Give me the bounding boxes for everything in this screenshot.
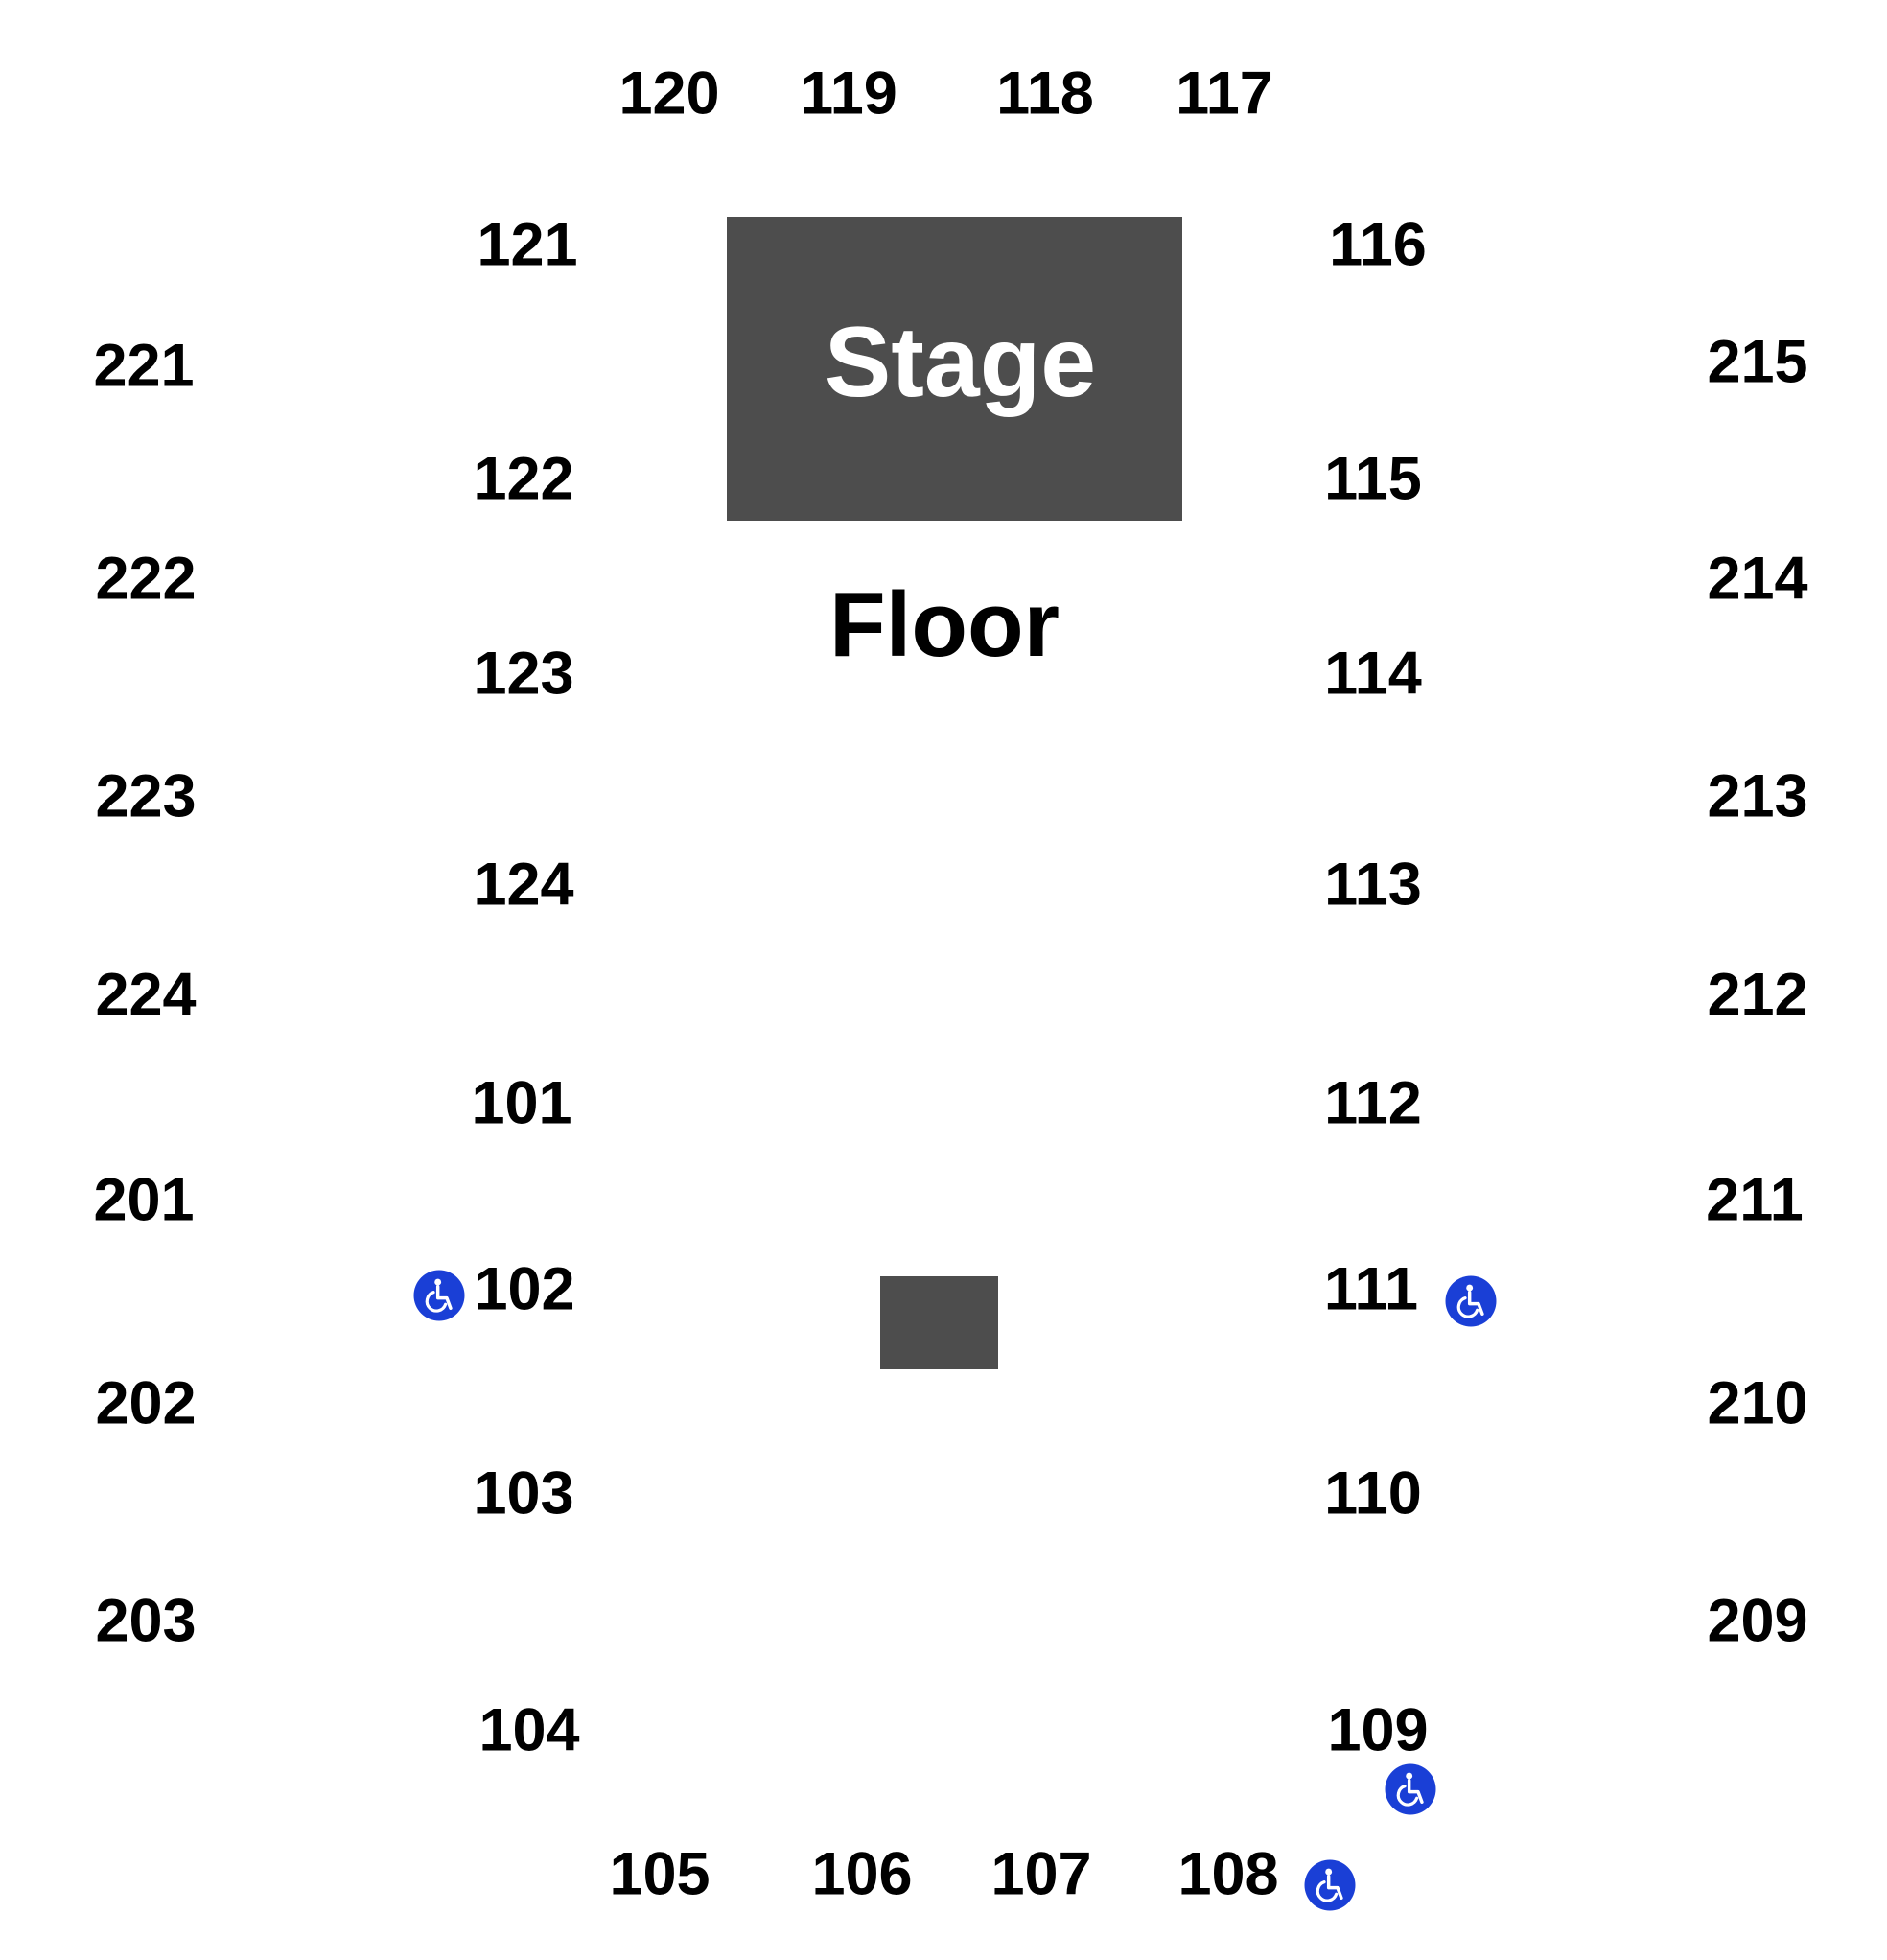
section-210[interactable]: 210 — [1707, 1369, 1808, 1437]
section-116[interactable]: 116 — [1329, 211, 1427, 279]
section-103[interactable]: 103 — [473, 1459, 574, 1528]
section-102[interactable]: 102 — [474, 1255, 575, 1323]
section-112[interactable]: 112 — [1324, 1069, 1422, 1137]
section-122[interactable]: 122 — [473, 445, 574, 513]
section-121[interactable]: 121 — [477, 211, 578, 279]
section-120[interactable]: 120 — [618, 59, 720, 128]
section-117[interactable]: 117 — [1176, 59, 1273, 128]
section-221[interactable]: 221 — [93, 332, 195, 400]
section-203[interactable]: 203 — [95, 1587, 197, 1655]
section-212[interactable]: 212 — [1707, 961, 1808, 1029]
section-209[interactable]: 209 — [1707, 1587, 1808, 1655]
section-115[interactable]: 115 — [1324, 445, 1422, 513]
wheelchair-icon — [1385, 1763, 1436, 1815]
section-108[interactable]: 108 — [1177, 1840, 1279, 1908]
section-110[interactable]: 110 — [1324, 1459, 1422, 1528]
section-224[interactable]: 224 — [95, 961, 197, 1029]
section-223[interactable]: 223 — [95, 762, 197, 830]
wheelchair-icon — [1304, 1859, 1356, 1911]
section-106[interactable]: 106 — [811, 1840, 913, 1908]
section-107[interactable]: 107 — [990, 1840, 1092, 1908]
section-111[interactable]: 111 — [1323, 1255, 1419, 1323]
section-202[interactable]: 202 — [95, 1369, 197, 1437]
section-222[interactable]: 222 — [95, 545, 197, 613]
wheelchair-icon — [413, 1270, 465, 1321]
section-118[interactable]: 118 — [996, 59, 1094, 128]
section-105[interactable]: 105 — [609, 1840, 711, 1908]
wheelchair-icon — [1445, 1275, 1497, 1327]
section-113[interactable]: 113 — [1324, 851, 1422, 919]
stage-label: Stage — [824, 306, 1097, 418]
section-123[interactable]: 123 — [473, 640, 574, 708]
section-119[interactable]: 119 — [800, 59, 897, 128]
sound-console — [880, 1276, 998, 1369]
stage[interactable]: Stage — [727, 217, 1182, 521]
section-211[interactable]: 211 — [1706, 1166, 1804, 1234]
section-124[interactable]: 124 — [473, 851, 574, 919]
section-213[interactable]: 213 — [1707, 762, 1808, 830]
section-104[interactable]: 104 — [478, 1696, 580, 1764]
floor-label[interactable]: Floor — [829, 573, 1060, 676]
section-215[interactable]: 215 — [1707, 328, 1808, 396]
section-201[interactable]: 201 — [93, 1166, 195, 1234]
section-109[interactable]: 109 — [1327, 1696, 1429, 1764]
section-101[interactable]: 101 — [471, 1069, 572, 1137]
section-114[interactable]: 114 — [1324, 640, 1422, 708]
section-214[interactable]: 214 — [1707, 545, 1808, 613]
